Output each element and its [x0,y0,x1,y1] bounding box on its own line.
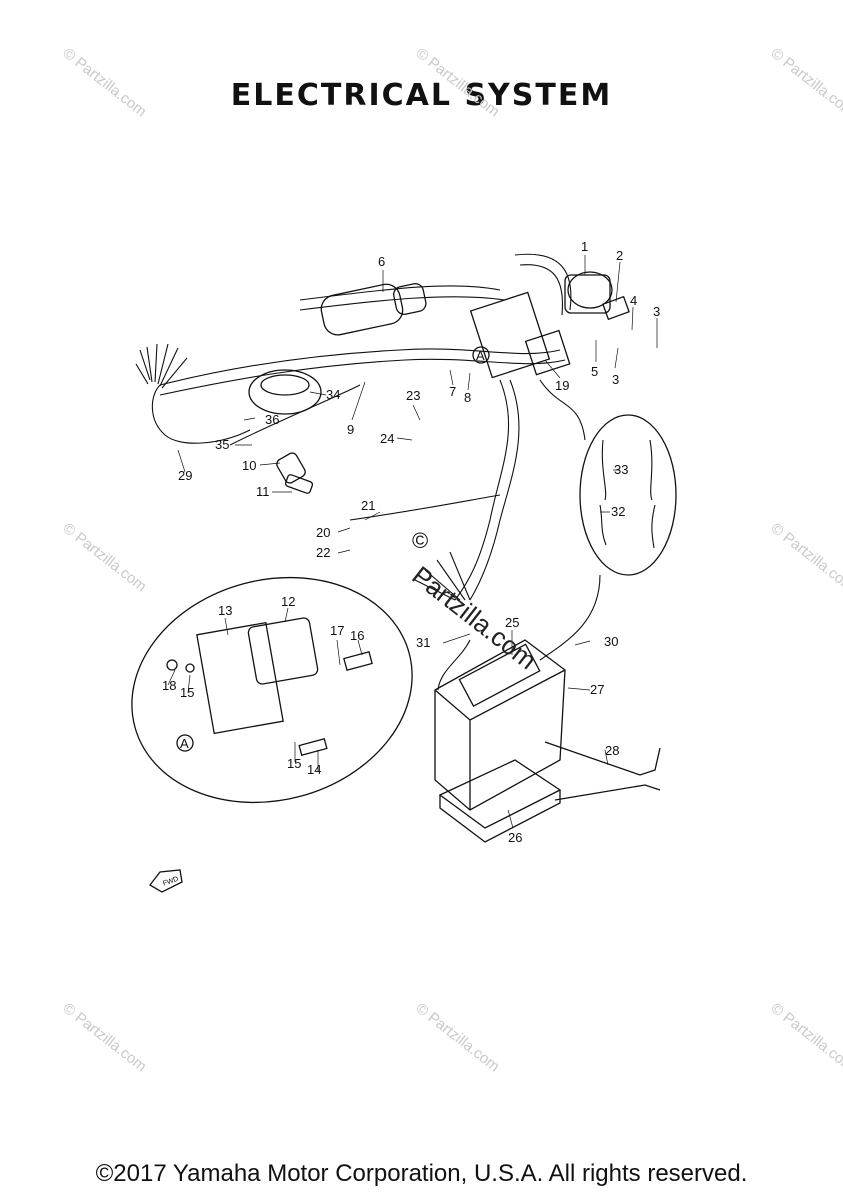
part-labels: 1 2 3 3 4 5 6 7 8 9 10 11 12 13 14 15 15… [162,239,660,845]
part-number: 10 [242,458,256,473]
part-number: 7 [449,384,456,399]
part-number: 5 [591,364,598,379]
part-number: 34 [326,387,340,402]
fuse-detail [579,414,677,576]
part-number: 24 [380,431,394,446]
flasher-assembly [469,291,571,379]
part-number: 16 [350,628,364,643]
part-number: 14 [307,762,321,777]
fwd-label: FWD [162,876,179,888]
watermark: © Partzilla.com [768,520,843,596]
spark-plug [276,452,314,494]
horn [248,369,322,415]
part-number: 25 [505,615,519,630]
part-number: 2 [616,248,623,263]
part-number: 9 [347,422,354,437]
watermark: © Partzilla.com [60,45,150,121]
battery-band [544,741,661,801]
part-number: 11 [256,484,270,499]
watermark: © Partzilla.com [413,45,503,121]
part-number: 3 [653,304,660,319]
detail-marker: A [476,348,485,363]
watermark: © Partzilla.com [60,1000,150,1076]
battery-tray [438,759,562,843]
part-number: 13 [218,603,232,618]
part-number: 17 [330,623,344,638]
watermark: © Partzilla.com [768,1000,843,1076]
watermark: © Partzilla.com [60,520,150,596]
diagram-title: ELECTRICAL SYSTEM [230,78,613,113]
part-number: 31 [416,635,430,650]
part-number: 12 [281,594,295,609]
part-number: 22 [316,545,330,560]
ignition-coil [320,283,427,336]
fwd-arrow: FWD [149,869,183,893]
part-number: 30 [604,634,618,649]
part-number: 18 [162,678,176,693]
center-watermark-mark: © [412,528,429,553]
watermark: © Partzilla.com [768,45,843,121]
part-number: 4 [630,293,637,308]
copyright-notice: ©2017 Yamaha Motor Corporation, U.S.A. A… [95,1160,748,1187]
watermark: © Partzilla.com [413,1000,503,1076]
part-number: 15 [180,685,194,700]
detail-marker: A [180,736,189,751]
part-number: 8 [464,390,471,405]
part-number: 6 [378,254,385,269]
part-number: 15 [287,756,301,771]
part-number: 33 [614,462,628,477]
part-number: 23 [406,388,420,403]
part-number: 3 [612,372,619,387]
part-number: 26 [508,830,522,845]
part-number: 1 [581,239,588,254]
part-number: 20 [316,525,330,540]
part-number: 36 [265,412,279,427]
part-number: 19 [555,378,569,393]
part-number: 27 [590,682,604,697]
part-number: 28 [605,743,619,758]
part-assembly-1 [564,271,630,321]
battery [434,639,566,811]
detail-a-regulator [131,576,413,804]
watermarks: © Partzilla.com © Partzilla.com © Partzi… [60,45,843,1076]
leader-lines [167,255,658,829]
part-number: 32 [611,504,625,519]
part-number: 35 [215,437,229,452]
part-number: 29 [178,468,192,483]
part-number: 21 [361,498,375,513]
wire-harness [135,253,601,691]
detail-markers: A A [176,346,490,752]
